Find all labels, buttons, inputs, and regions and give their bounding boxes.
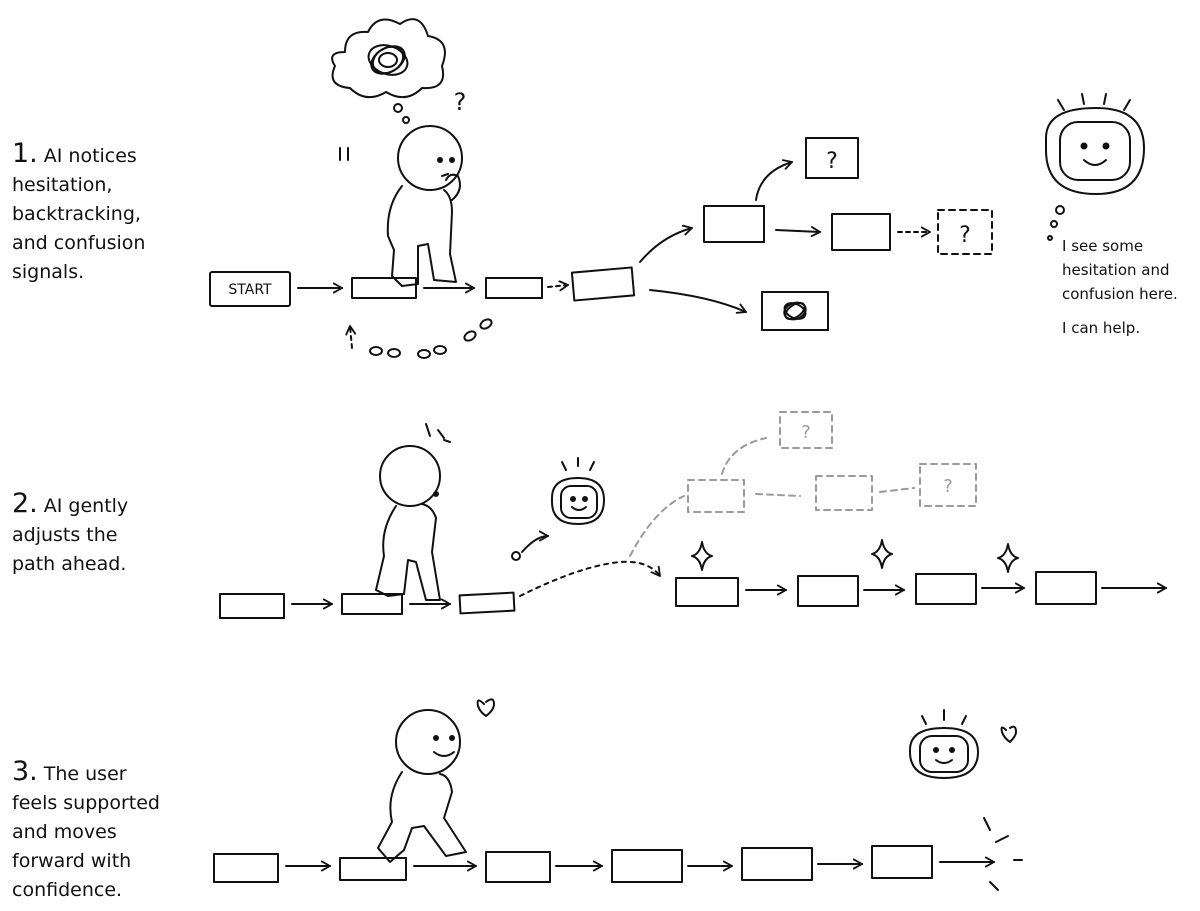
branch-arrow: [639, 224, 693, 263]
scene-1: [209, 18, 1145, 359]
step-1-number: 1.: [12, 138, 38, 169]
path-step: [213, 853, 279, 883]
path-step: [458, 591, 516, 615]
confusion-box: [761, 291, 829, 331]
backtrack-footprints: [369, 318, 493, 359]
backtrack-arrow: [345, 325, 357, 349]
heart-icon: [1000, 725, 1017, 743]
path-step: [351, 277, 417, 299]
thought-bubble-dot: [1047, 235, 1053, 241]
start-box: [209, 271, 291, 307]
faded-question-mark: ?: [801, 422, 811, 443]
tangled-scribble-icon: [783, 301, 807, 321]
step-3-label: 3.The user feels supported and moves for…: [12, 728, 160, 905]
path-step: [219, 593, 285, 619]
stick-figure-icon: [386, 125, 463, 287]
path-step: [611, 849, 683, 883]
motion-lines: [983, 817, 1023, 891]
step-3-text: The user feels supported and moves forwa…: [12, 763, 160, 901]
path-step: [485, 851, 551, 883]
heart-icon: [476, 698, 495, 717]
faded-question-mark: ?: [943, 476, 953, 497]
thought-bubble-dot: [1055, 205, 1065, 215]
sparkle-icon: [997, 543, 1019, 573]
step-1-label: 1.AI notices hesitation, backtracking, a…: [12, 110, 145, 287]
dashed-arrow: [547, 280, 569, 292]
smiling-robot-face-icon: [1045, 93, 1145, 195]
path-step: [871, 845, 933, 879]
question-mark: ?: [454, 88, 467, 116]
path-step: [570, 266, 636, 302]
branch-arrow: [755, 159, 793, 201]
scene-2: [219, 411, 1167, 619]
confused-thought-cloud: [331, 18, 446, 124]
ai-offer-text: I can help.: [1062, 319, 1141, 337]
guided-step: [915, 573, 977, 605]
step-2-number: 2.: [12, 488, 38, 519]
ai-thought-line-1: I see some: [1062, 237, 1144, 255]
path-step: [339, 857, 407, 881]
start-label: START: [228, 282, 272, 298]
faded-old-path: [629, 411, 977, 557]
sparkle-icon: [871, 539, 893, 569]
guided-step: [1035, 571, 1097, 605]
ai-thought-line-2: hesitation and: [1062, 261, 1170, 279]
ai-thought-line-3: confusion here.: [1062, 285, 1178, 303]
branch-arrow: [649, 289, 747, 314]
stick-figure-icon: [377, 709, 467, 863]
step-3-number: 3.: [12, 756, 38, 787]
new-path-arrow: [519, 560, 661, 597]
tangled-scribble-icon: [367, 44, 409, 76]
question-mark: ?: [826, 149, 838, 174]
scene-3: [213, 698, 1023, 891]
steering-arrow: [521, 530, 549, 553]
step-1-text: AI notices hesitation, backtracking, and…: [12, 145, 146, 283]
smiling-robot-face-icon: [909, 709, 979, 779]
path-step: [341, 593, 403, 615]
smiling-robot-face-icon: [551, 457, 605, 525]
uncertain-box: [937, 209, 993, 255]
steering-wand-tip: [511, 551, 521, 561]
path-step: [741, 847, 813, 881]
sparkle-icon: [691, 541, 713, 571]
thought-bubble-dot: [1050, 220, 1058, 228]
ai-thought-text: I see some hesitation and confusion here…: [1062, 234, 1178, 340]
question-box: [805, 137, 859, 179]
step-2-label: 2.AI gently adjusts the path ahead.: [12, 460, 128, 579]
step-2-text: AI gently adjusts the path ahead.: [12, 495, 129, 575]
stick-figure-icon: [375, 423, 451, 601]
guided-step: [675, 577, 739, 607]
branch-step: [831, 213, 891, 251]
question-mark: ?: [959, 223, 971, 248]
branch-step: [703, 205, 765, 243]
path-step: [485, 277, 543, 299]
guided-step: [797, 575, 859, 607]
branch-arrow: [775, 226, 821, 238]
